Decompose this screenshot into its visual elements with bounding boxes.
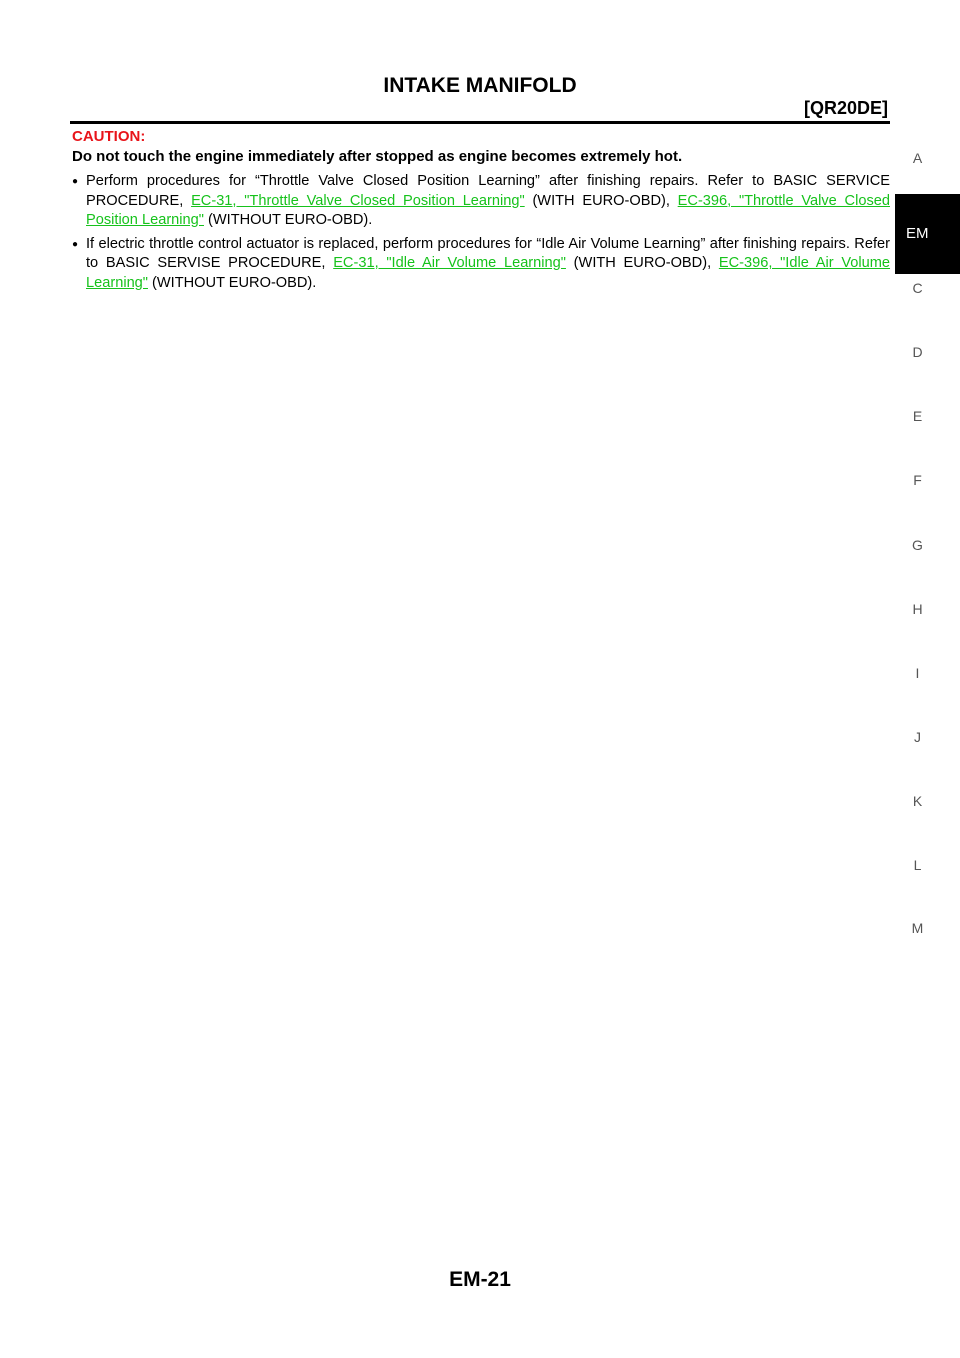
ec-396-throttle-link[interactable]: EC-396, "Throttle Valve Closed Position … (86, 192, 890, 229)
ec-31-idle-air-link[interactable]: EC-31, "Idle Air Volume Learning" (333, 255, 566, 271)
list-item: ● If electric throttle control actuator … (72, 235, 890, 294)
page-title: INTAKE MANIFOLD (383, 74, 577, 97)
section-index-item-d[interactable]: D (912, 344, 923, 360)
section-index-item-l[interactable]: L (913, 857, 922, 873)
bullet-text: Perform procedures for “Throttle Valve C… (86, 173, 890, 209)
section-index-item-e[interactable]: E (912, 408, 923, 424)
bullet-text: (WITHOUT EURO-OBD). (147, 274, 317, 291)
engine-model-label: [QR20DE] (803, 98, 888, 118)
section-index-item-j[interactable]: J (914, 729, 921, 745)
list-item: ● Perform procedures for “Throttle Valve… (72, 172, 890, 231)
bullet-text: (WITH EURO-OBD), (565, 255, 719, 271)
bullet-text: (WITH EURO-OBD), (524, 192, 678, 209)
section-index: A EM C D E F G H I J K L M (895, 0, 960, 1358)
section-index-tab-em[interactable]: EM (895, 194, 960, 274)
ec-396-idle-air-link[interactable]: EC-396, "Idle Air Volume Learning" (86, 255, 891, 291)
section-index-item-f[interactable]: F (913, 472, 922, 488)
section-index-item-c[interactable]: C (912, 280, 923, 296)
caution-text: Do not touch the engine immediately afte… (72, 148, 683, 165)
section-index-item-h[interactable]: H (912, 601, 923, 617)
section-index-item-k[interactable]: K (912, 793, 923, 809)
bullet-icon: ● (72, 176, 79, 187)
section-index-item-i[interactable]: I (915, 665, 920, 681)
caution-label: CAUTION: (72, 128, 146, 145)
ec-31-throttle-link[interactable]: EC-31, "Throttle Valve Closed Position L… (191, 192, 525, 209)
section-index-item-m[interactable]: M (911, 920, 924, 936)
procedure-list: ● Perform procedures for “Throttle Valve… (72, 172, 890, 293)
bullet-text: If electric throttle control actuator is… (86, 235, 890, 272)
bullet-text: (WITHOUT EURO-OBD). (203, 212, 373, 228)
section-index-item-a[interactable]: A (912, 150, 923, 166)
page-number: EM-21 (449, 1268, 511, 1291)
bullet-icon: ● (72, 238, 79, 250)
content-area: CAUTION: Do not touch the engine immedia… (72, 127, 890, 297)
header-rule (70, 121, 890, 124)
section-index-item-g[interactable]: G (912, 537, 923, 553)
